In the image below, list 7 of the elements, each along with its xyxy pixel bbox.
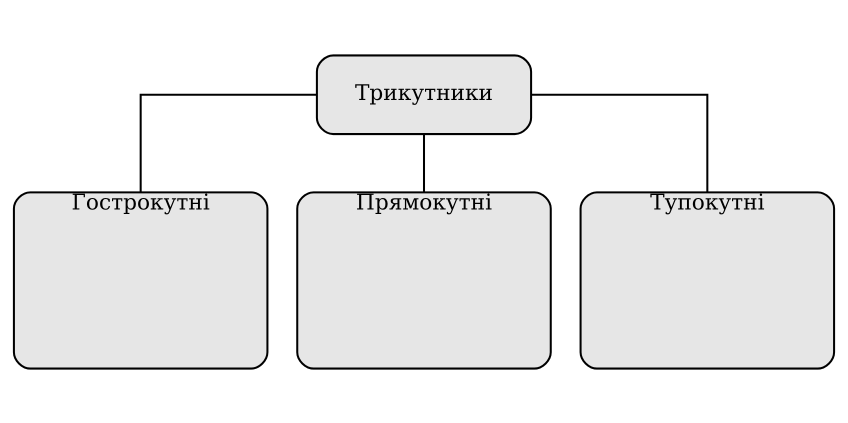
connector <box>422 134 426 192</box>
node-box: Гострокутні <box>12 190 268 370</box>
connector <box>140 93 317 192</box>
node-box: Тупокутні <box>580 190 836 370</box>
node-box: Трикутники <box>316 54 532 135</box>
node-box: Прямокутні <box>296 190 552 370</box>
connector <box>531 93 708 192</box>
